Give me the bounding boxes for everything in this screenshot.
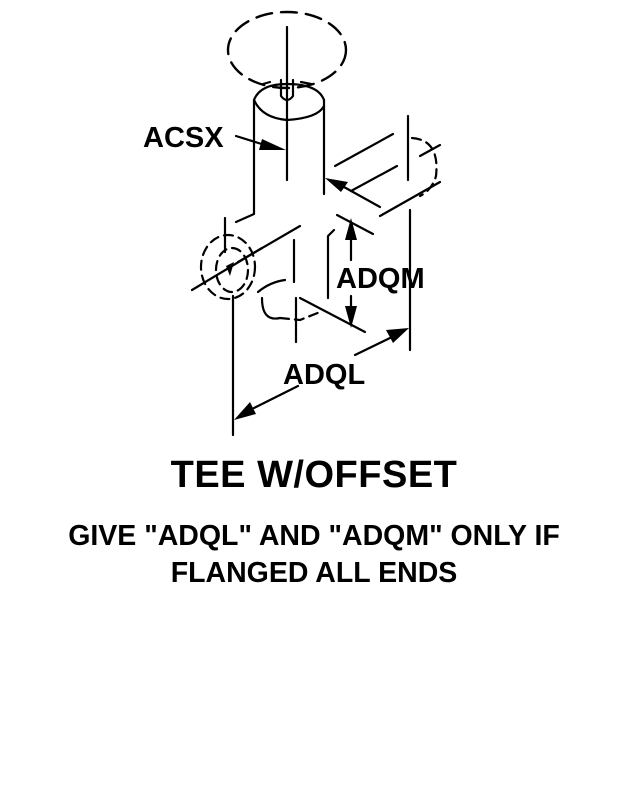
lower-bend	[256, 278, 287, 320]
branch-top-ellipse	[252, 82, 326, 122]
diagram-title: TEE W/OFFSET	[170, 454, 458, 496]
flange-neck	[261, 78, 313, 102]
run-top-edge-right	[333, 132, 395, 168]
run-centerline-end	[418, 143, 442, 158]
adql-dim-left	[252, 384, 300, 410]
acsx-arrowhead-2	[325, 178, 348, 192]
inner-vertical-3	[326, 228, 336, 300]
branch-left-foot	[234, 210, 256, 224]
lower-dashed	[278, 310, 322, 322]
adql-arrow-right	[386, 328, 409, 343]
note-line-1: GIVE "ADQL" AND "ADQM" ONLY IF	[68, 520, 560, 552]
acsx-leader-2	[342, 185, 382, 209]
left-flange-outline	[199, 233, 257, 301]
label-adql: ADQL	[283, 359, 365, 391]
run-centerline-right	[349, 164, 399, 193]
label-acsx: ACSX	[143, 122, 224, 154]
adqm-arrow-down	[345, 306, 357, 328]
note-line-2: FLANGED ALL ENDS	[170, 557, 458, 589]
label-adqm: ADQM	[336, 263, 425, 295]
offset-upper-edge	[335, 213, 375, 236]
adqL-dim-right	[353, 336, 392, 357]
right-flange-outline	[410, 136, 438, 198]
left-flange-inner	[214, 246, 250, 294]
tee-offset-drawing: ACSX ADQM ADQL	[143, 10, 442, 437]
acsx-arrowhead	[259, 139, 286, 150]
left-flange-marker	[226, 262, 234, 276]
adqm-arrow-up	[345, 218, 357, 240]
adql-arrow-left	[234, 402, 256, 420]
lower-offset-edge	[298, 296, 367, 334]
